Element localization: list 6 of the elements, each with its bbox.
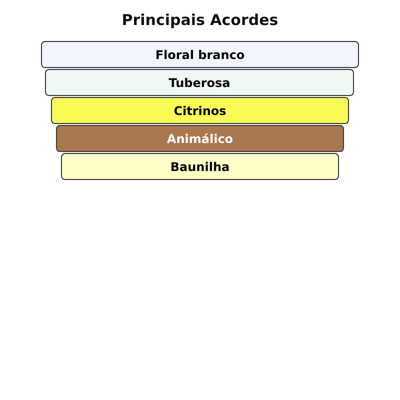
layer-bar: Citrinos (51, 97, 349, 124)
layer-bar: Animálico (56, 125, 344, 152)
layer-bar: Baunilha (61, 153, 339, 180)
layer-bar: Tuberosa (45, 69, 354, 96)
diagram-title: Principais Acordes (120, 10, 280, 31)
layer-bar: Floral branco (41, 41, 359, 68)
